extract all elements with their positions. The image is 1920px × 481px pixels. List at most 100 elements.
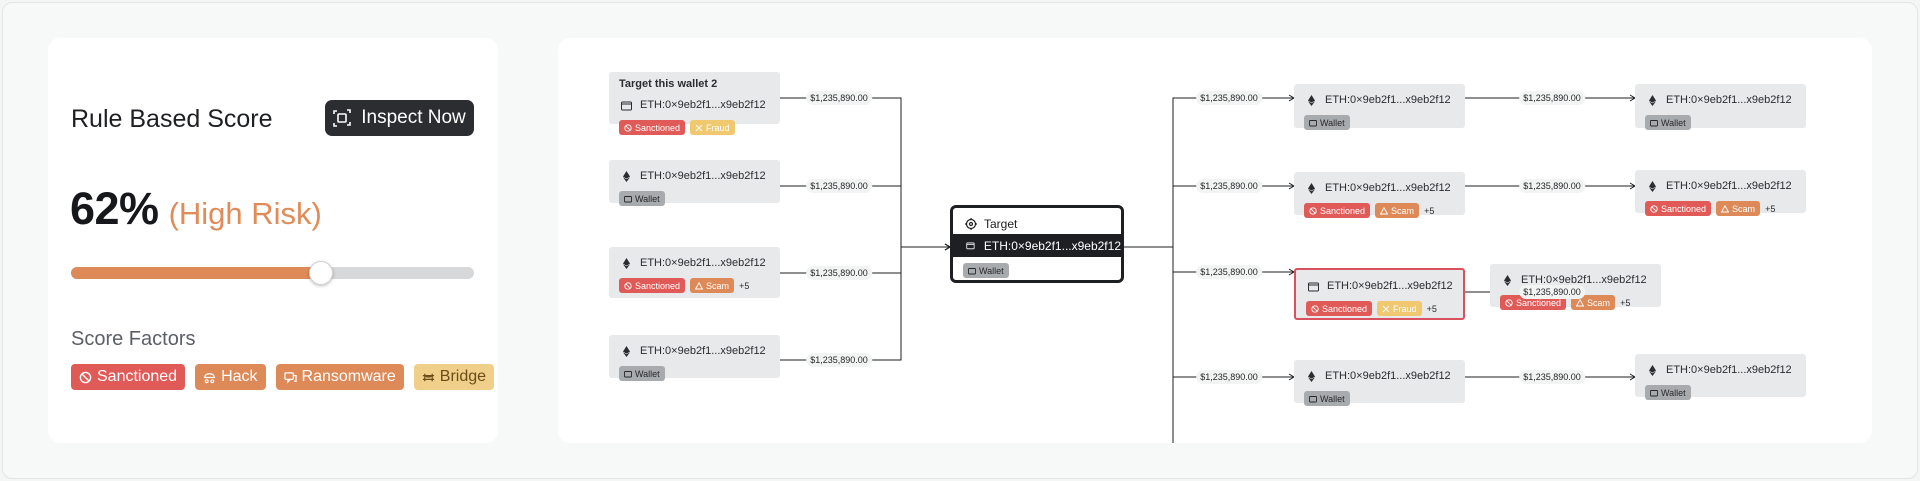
eth-icon [623, 170, 630, 182]
node-tags: Wallet [1645, 385, 1691, 400]
eth-icon [623, 257, 630, 269]
tag-label: Fraud [1393, 303, 1417, 314]
score-slider[interactable] [71, 261, 474, 285]
node-address: ETH:0×9eb2f1...x9eb2f12 [1666, 180, 1792, 192]
tag-label: Sanctioned [1320, 205, 1366, 216]
score-percent: 62% [70, 183, 159, 234]
transfer-edge [1124, 185, 1294, 248]
factor-label: Sanctioned [97, 368, 178, 385]
amount-label: $1,235,890.00 [1196, 265, 1262, 279]
score-factors-title: Score Factors [71, 328, 196, 350]
node-address-row: ETH:0×9eb2f1...x9eb2f12 [621, 170, 766, 182]
tag-label: Sanctioned [635, 122, 681, 133]
tag-label: Scam [1732, 203, 1756, 214]
eth-icon [1649, 364, 1656, 376]
more-tags-count: +5 [1426, 303, 1437, 314]
tag-wallet: Wallet [619, 191, 665, 206]
eth-icon [623, 345, 630, 357]
target-header: Target [965, 217, 1017, 231]
target-tags: Wallet [963, 263, 1009, 278]
tag-label: Wallet [1661, 117, 1686, 128]
tag-label: Sanctioned [1516, 297, 1562, 308]
wallet-icon [1308, 282, 1319, 291]
tag-fraud: Fraud [690, 120, 735, 135]
tag-label: Wallet [1661, 387, 1686, 398]
ban-icon [624, 281, 632, 290]
node-tags: Wallet [1304, 391, 1350, 406]
ban-icon [1650, 204, 1658, 213]
node-title: Target this wallet 2 [619, 78, 718, 90]
amount-label: $1,235,890.00 [1196, 91, 1262, 105]
node-address: ETH:0×9eb2f1...x9eb2f12 [640, 170, 766, 182]
node-address-row: ETH:0×9eb2f1...x9eb2f12 [621, 99, 766, 111]
transfer-edge [1124, 97, 1294, 248]
amount-label: $1,235,890.00 [806, 266, 872, 280]
wallet-icon [1309, 395, 1317, 402]
amount-label: $1,235,890.00 [1519, 370, 1585, 384]
tag-scam: Scam [690, 278, 735, 293]
warning-icon [1576, 298, 1585, 306]
target-node[interactable]: Target ETH:0×9eb2f1...x9eb2f12 Wallet [950, 205, 1124, 283]
ban-icon [1309, 206, 1317, 215]
node-tags: Wallet [1645, 115, 1691, 130]
tag-wallet: Wallet [1645, 115, 1691, 130]
ban-icon [79, 371, 92, 383]
wallet-icon [624, 370, 632, 377]
score-slider-thumb[interactable] [308, 261, 333, 285]
inspect-now-button[interactable]: Inspect Now [325, 100, 474, 136]
eth-icon [1649, 180, 1656, 192]
fraud-icon [695, 124, 703, 131]
ban-icon [1311, 304, 1319, 313]
node-address: ETH:0×9eb2f1...x9eb2f12 [1327, 280, 1453, 292]
wallet-icon [966, 242, 975, 250]
wallet-node[interactable]: Target this wallet 2 ETH:0×9eb2f1...x9eb2… [609, 72, 780, 135]
tag-scam: Scam [1571, 295, 1616, 310]
node-address-row: ETH:0×9eb2f1...x9eb2f12 [621, 345, 766, 357]
more-tags-count: +5 [1620, 297, 1631, 308]
wallet-icon [1650, 389, 1658, 396]
amount-label: $1,235,890.00 [1196, 370, 1262, 384]
amount-label: $1,235,890.00 [806, 91, 872, 105]
factor-ransomware: Ransomware [275, 364, 404, 390]
node-address: ETH:0×9eb2f1...x9eb2f12 [1666, 94, 1792, 106]
more-tags-count: +5 [1765, 203, 1776, 214]
node-tags: Sanctioned Scam +5 [1645, 201, 1775, 216]
amount-label: $1,235,890.00 [806, 353, 872, 367]
factor-hack: Hack [195, 364, 266, 390]
target-title: Target [984, 217, 1018, 231]
inspect-now-label: Inspect Now [361, 107, 466, 128]
mask-icon [203, 372, 216, 383]
eth-icon [1504, 274, 1511, 286]
node-address: ETH:0×9eb2f1...x9eb2f12 [1666, 364, 1792, 376]
transfer-edge [780, 97, 950, 248]
tag-label: Scam [1391, 205, 1415, 216]
transaction-graph: Target this wallet 2 ETH:0×9eb2f1...x9eb2… [558, 38, 1872, 443]
node-address: ETH:0×9eb2f1...x9eb2f12 [1325, 182, 1451, 194]
node-address: ETH:0×9eb2f1...x9eb2f12 [640, 345, 766, 357]
ban-icon [624, 123, 632, 132]
chat-icon [283, 371, 297, 384]
factor-label: Bridge [439, 368, 487, 385]
node-address: ETH:0×9eb2f1...x9eb2f12 [640, 257, 766, 269]
score-slider-fill [71, 267, 321, 279]
tag-label: Sanctioned [635, 280, 681, 291]
amount-label: $1,235,890.00 [1519, 179, 1585, 193]
warning-icon [695, 281, 704, 289]
tag-sanctioned: Sanctioned [1645, 201, 1712, 216]
eth-icon [1308, 182, 1315, 194]
factor-bridge: Bridge [413, 364, 495, 390]
node-address-row: ETH:0×9eb2f1...x9eb2f12 [1647, 180, 1792, 192]
transfer-edge [780, 185, 950, 248]
